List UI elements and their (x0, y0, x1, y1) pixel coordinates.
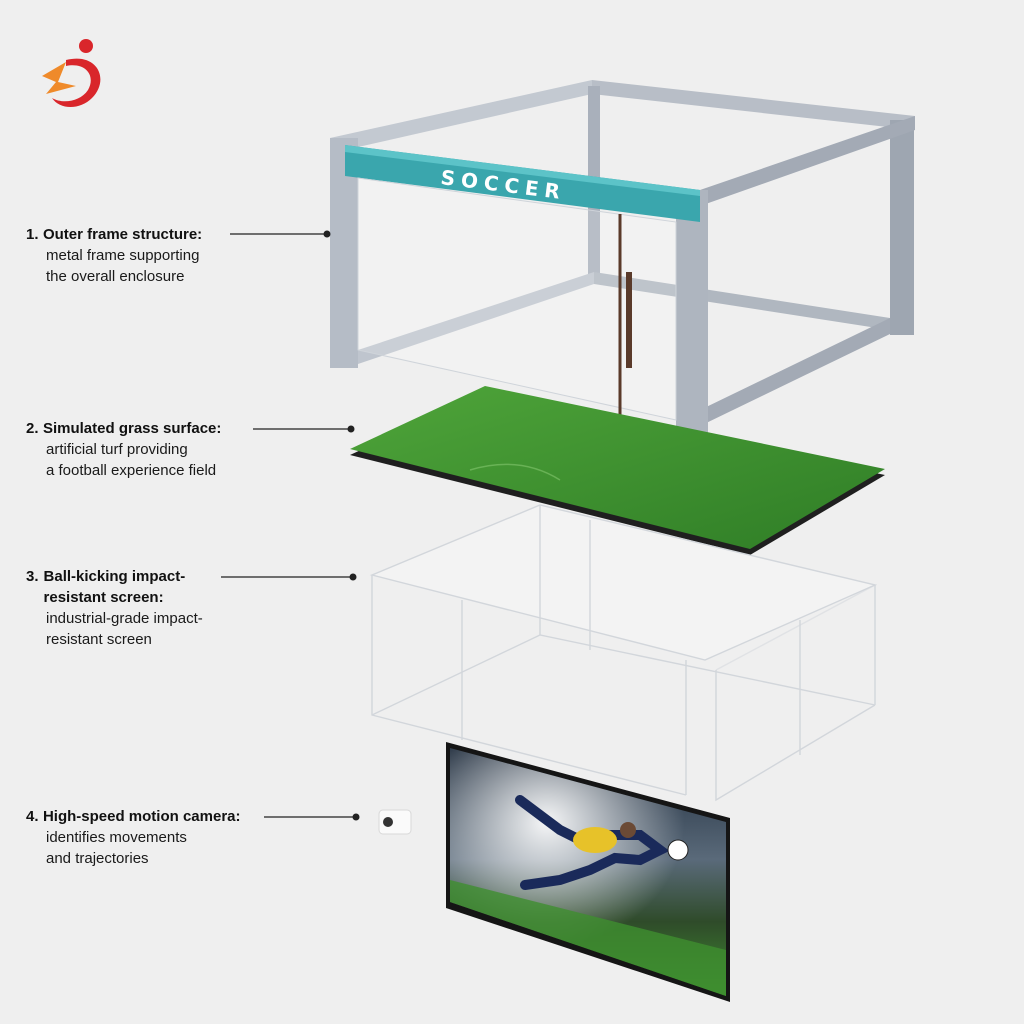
leader-dots (323, 230, 360, 821)
label-title: Outer frame structure: (42, 226, 203, 243)
turf-surface (350, 386, 885, 555)
label-motion-camera: 4. High-speed motion camera: identifies … (26, 806, 241, 869)
display-screen (446, 742, 730, 1002)
label-description: industrial-grade impact- resistant scree… (46, 610, 203, 648)
label-grass-surface: 2. Simulated grass surface: artificial t… (26, 418, 221, 481)
impact-screen-box (369, 504, 878, 802)
ball-icon (667, 839, 689, 861)
label-number: 4. (26, 808, 39, 825)
label-title: Ball-kicking impact- resistant screen: (43, 568, 186, 606)
label-description: artificial turf providing a football exp… (46, 441, 217, 479)
label-outer-frame: 1. Outer frame structure: metal frame su… (26, 224, 202, 287)
brand-logo (42, 39, 101, 107)
label-number: 3. (26, 568, 39, 585)
label-description: identifies movements and trajectories (46, 829, 187, 867)
label-impact-screen: 3. Ball-kicking impact- resistant screen… (26, 566, 203, 650)
player-figure (515, 795, 670, 890)
label-title: Simulated grass surface: (42, 420, 222, 437)
leader-lines (221, 233, 354, 818)
label-title: High-speed motion camera: (42, 808, 241, 825)
label-description: metal frame supporting the overall enclo… (46, 247, 200, 285)
motion-camera (378, 809, 412, 835)
outer-frame: SOCCER (330, 80, 915, 436)
label-number: 2. (26, 420, 39, 437)
label-number: 1. (26, 226, 39, 243)
